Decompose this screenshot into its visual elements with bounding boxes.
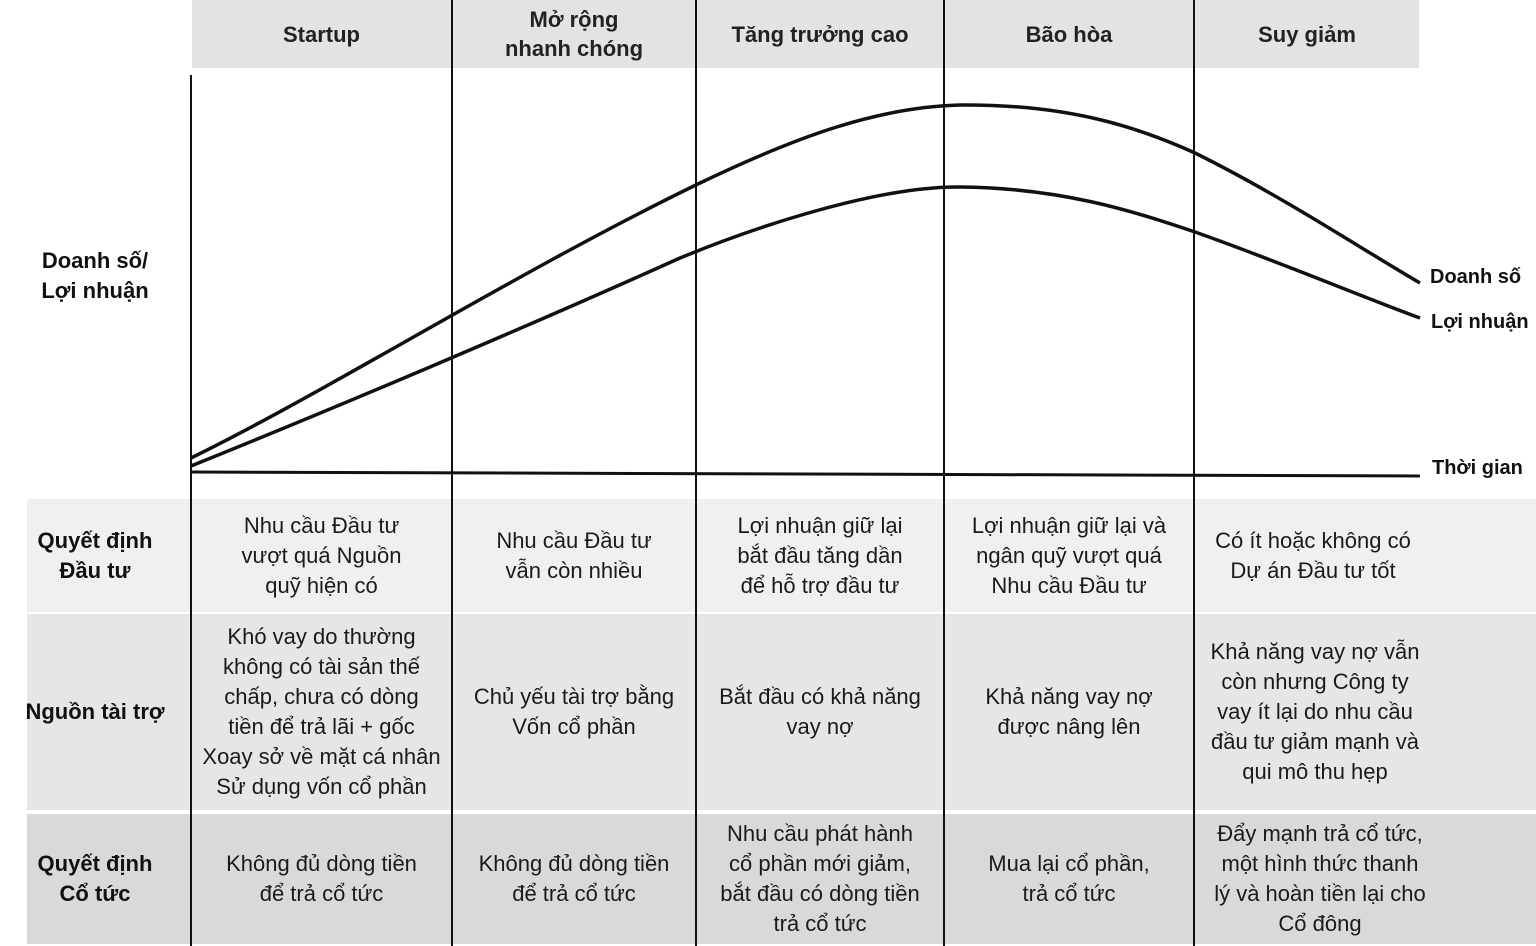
financing-cell-decline: Khả năng vay nợ vẫn còn nhưng Công ty va… — [1210, 639, 1420, 784]
investment-row-band — [27, 499, 1536, 612]
stage-header-decline: Suy giảm — [1195, 0, 1419, 68]
y-axis-line — [190, 75, 192, 946]
financing-cell-growth: Bắt đầu có khả năng vay nợ — [719, 684, 921, 739]
investment-cell-startup: Nhu cầu Đầu tư vượt quá Nguồn quỹ hiện c… — [241, 512, 402, 598]
stage-divider — [1193, 0, 1195, 946]
investment-cell-growth: Lợi nhuận giữ lại bắt đầu tăng dần để hỗ… — [737, 512, 903, 598]
dividend-cell-saturation: Mua lại cổ phần, trả cổ tức — [988, 851, 1150, 906]
investment-cell-saturation: Lợi nhuận giữ lại và ngân quỹ vượt quá N… — [971, 512, 1167, 598]
row-label-financing: Nguồn tài trợ — [25, 699, 165, 724]
time-axis-label: Thời gian — [1432, 457, 1523, 479]
financing-cell-expansion: Chủ yếu tài trợ bằng Vốn cổ phần — [473, 684, 675, 739]
dividend-cell-growth: Nhu cầu phát hành cổ phần mới giảm, bắt … — [720, 821, 920, 936]
dividend-cell-expansion: Không đủ dòng tiền để trả cổ tức — [478, 851, 670, 906]
sales-curve-label: Doanh số — [1430, 266, 1522, 288]
stage-header-rapid-expansion: Mở rộng nhanh chóng — [453, 0, 695, 68]
financing-cell-saturation: Khả năng vay nợ được nâng lên — [985, 684, 1153, 739]
profit-curve-label: Lợi nhuận — [1431, 311, 1529, 333]
investment-cell-decline: Có ít hoặc không có Dự án Đầu tư tốt — [1215, 527, 1411, 583]
y-axis-label: Doanh số/ Lợi nhuận — [41, 248, 149, 303]
time-axis-line — [190, 470, 1421, 478]
stage-header-startup: Startup — [192, 0, 451, 68]
dividend-cell-decline: Đẩy mạnh trả cổ tức, một hình thức thanh… — [1214, 821, 1426, 936]
stage-header-high-growth: Tăng trưởng cao — [697, 0, 943, 68]
financing-row-band — [27, 614, 1536, 810]
stage-header-saturation: Bão hòa — [945, 0, 1193, 68]
dividend-cell-startup: Không đủ dòng tiền để trả cổ tức — [226, 851, 417, 906]
row-label-investment: Quyết định Đầu tư — [37, 527, 153, 583]
financing-cell-startup: Khó vay do thường không có tài sản thế c… — [202, 624, 441, 799]
investment-cell-expansion: Nhu cầu Đầu tư vẫn còn nhiều — [496, 527, 652, 583]
sales-curve — [190, 103, 1421, 460]
profit-curve — [190, 185, 1421, 468]
dividend-row-band — [27, 814, 1536, 944]
row-label-dividend: Quyết định Cổ tức — [37, 851, 153, 906]
